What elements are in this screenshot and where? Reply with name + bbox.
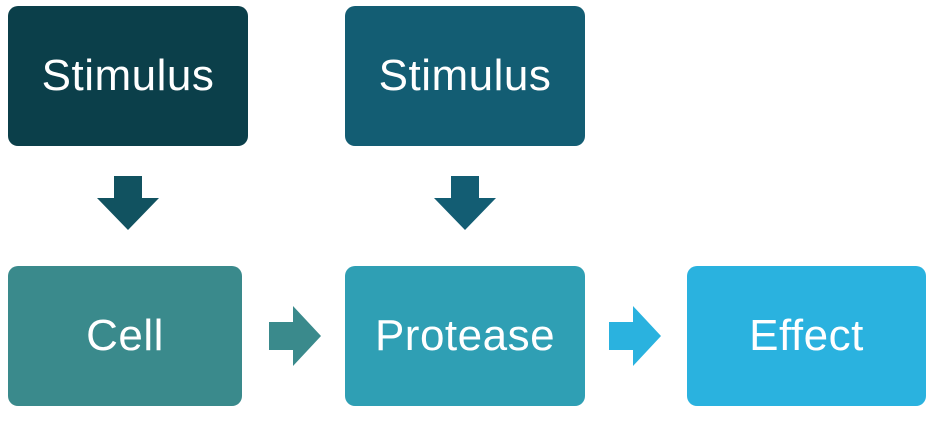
arrow-right-shape-2 — [609, 306, 661, 366]
arrow-down-icon-2 — [434, 176, 496, 230]
arrow-right-icon-1 — [269, 306, 321, 366]
stimulus-box-1: Stimulus — [8, 6, 248, 146]
stimulus-label-2: Stimulus — [378, 51, 552, 100]
cell-label: Cell — [86, 311, 164, 360]
arrow-down-shape-1 — [97, 176, 159, 230]
arrow-down-icon-1 — [97, 176, 159, 230]
protease-label: Protease — [374, 311, 556, 360]
arrow-right-icon-2 — [609, 306, 661, 366]
arrow-right-shape-1 — [269, 306, 321, 366]
stimulus-label-1: Stimulus — [41, 51, 215, 100]
arrow-down-shape-2 — [434, 176, 496, 230]
protease-box: Protease — [345, 266, 585, 406]
stimulus-box-2: Stimulus — [345, 6, 585, 146]
effect-label: Effect — [749, 311, 864, 360]
cell-box: Cell — [8, 266, 242, 406]
effect-box: Effect — [687, 266, 926, 406]
